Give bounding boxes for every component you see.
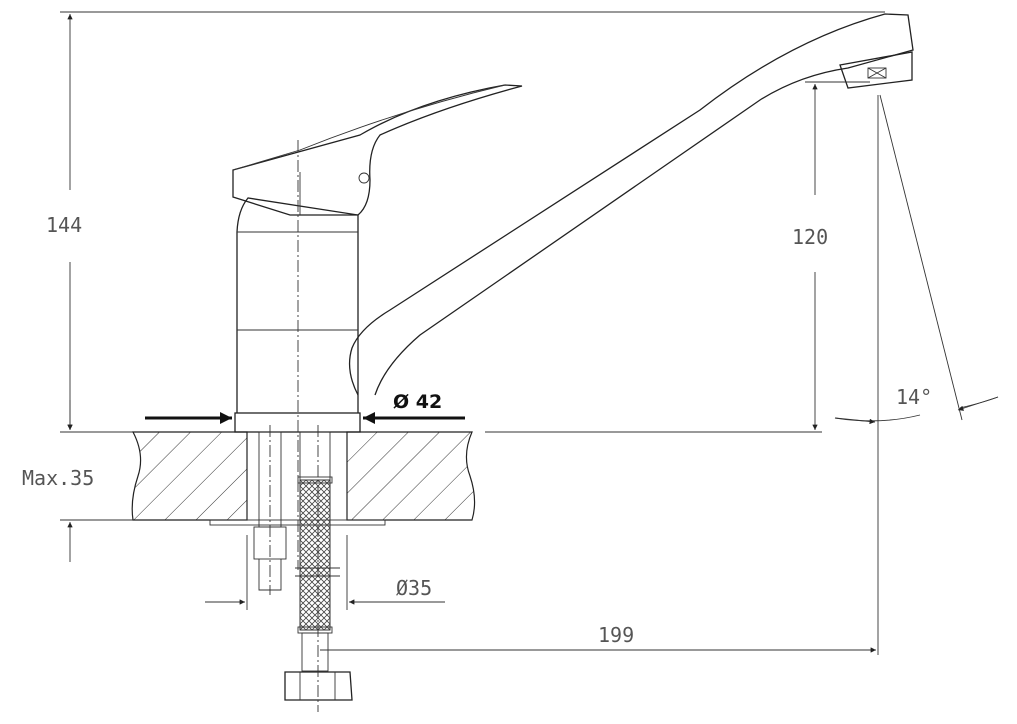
height-label: 144 bbox=[46, 213, 82, 237]
mounting-rod bbox=[253, 425, 287, 595]
height-dimension: 144 bbox=[46, 14, 82, 430]
spout-reach-label: 199 bbox=[598, 623, 634, 647]
spout-angle-dimension: 14° bbox=[834, 94, 999, 425]
supply-hose bbox=[284, 425, 353, 712]
base-diameter-label: Ø 42 bbox=[393, 391, 442, 413]
spout-height-label: 120 bbox=[792, 225, 828, 249]
spout-height-dimension: 120 bbox=[485, 81, 870, 433]
spout-angle-label: 14° bbox=[896, 385, 932, 409]
hole-diameter-dimension: Ø35 bbox=[205, 535, 445, 610]
spout bbox=[348, 13, 914, 396]
spout-reach-dimension: 199 bbox=[320, 95, 879, 655]
lever-handle bbox=[232, 84, 523, 216]
hole-diameter-label: Ø35 bbox=[396, 576, 432, 600]
counter-thickness-dimension: Max.35 bbox=[22, 400, 133, 562]
base-diameter-dimension: Ø 42 bbox=[145, 391, 465, 424]
countertop-section bbox=[131, 431, 476, 526]
counter-thickness-label: Max.35 bbox=[22, 466, 94, 490]
faucet-body bbox=[234, 197, 361, 433]
